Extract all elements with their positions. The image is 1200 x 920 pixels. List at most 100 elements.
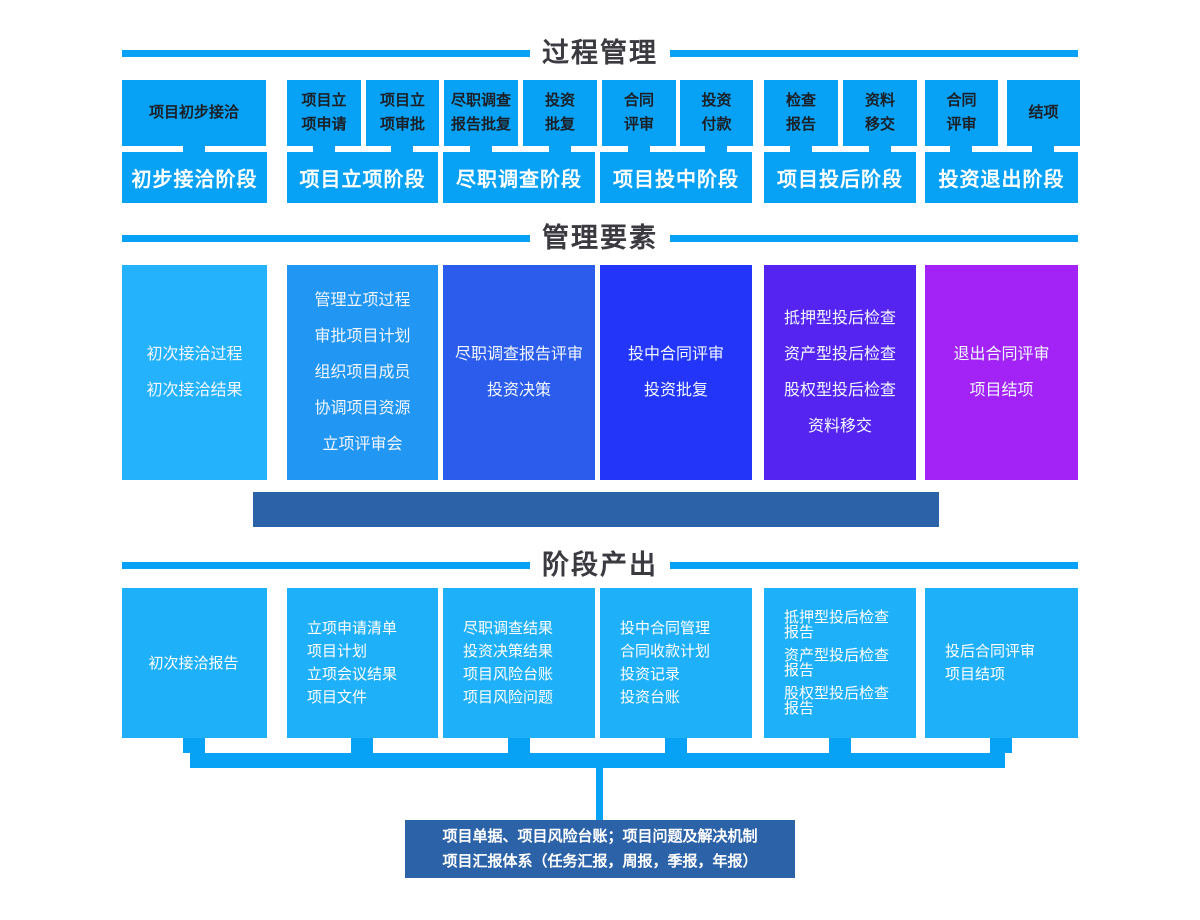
process-node-invest-approval: 投资批复 <box>523 80 597 146</box>
section-elements-title-text: 管理要素 <box>542 223 658 253</box>
text-line: 项目结项 <box>945 666 1006 683</box>
text-line: 尽职调查 <box>450 92 511 109</box>
text-line: 投中合同管理 <box>620 620 711 637</box>
stage-mid-investment: 项目投中阶段 <box>600 152 752 203</box>
connector-tab <box>705 146 727 152</box>
text-line: 股权型投后检查 <box>783 382 896 399</box>
connector-stub <box>990 738 1012 753</box>
text-line: 项审批 <box>379 116 425 133</box>
connector-tab <box>183 146 205 152</box>
connector-tab <box>549 146 571 152</box>
title-line-left <box>122 50 530 57</box>
summary-line-2: 项目汇报体系（任务汇报，周报，季报，年报） <box>442 853 758 870</box>
text-line: 项目计划 <box>307 643 368 660</box>
summary-box: 项目单据、项目风险台账；项目问题及解决机制 项目汇报体系（任务汇报，周报，季报，… <box>405 820 795 878</box>
text-line: 报告批复 <box>450 116 511 133</box>
text-line: 报告 <box>785 116 816 133</box>
outputs-box-approval: 立项申请清单项目计划立项会议结果项目文件 <box>287 588 438 738</box>
process-node-check-report: 检查报告 <box>764 80 838 146</box>
elements-box-due-diligence: 尽职调查报告评审投资决策 <box>443 265 595 480</box>
text-line: 评审 <box>623 116 654 133</box>
text-line: 项目风险问题 <box>463 689 554 706</box>
text-line: 批复 <box>544 116 575 133</box>
text-line: 组织项目成员 <box>314 364 411 381</box>
connector-stub <box>508 738 530 753</box>
text-line: 投资决策 <box>486 382 551 399</box>
connector-tab <box>869 146 891 152</box>
elements-box-initial-contact: 初次接洽过程初次接洽结果 <box>122 265 267 480</box>
text-line: 项目立 <box>301 92 347 109</box>
text-line: 项目文件 <box>307 689 368 706</box>
connector-tab <box>313 146 335 152</box>
process-node-approval-apply: 项目立项申请 <box>287 80 361 146</box>
text-line: 付款 <box>701 116 732 133</box>
section-outputs-title: 阶段产出 <box>0 548 1200 582</box>
text-line: 立项申请清单 <box>307 620 398 637</box>
text-line: 投中合同评审 <box>627 346 724 363</box>
text-line: 投资批复 <box>643 382 708 399</box>
text-line: 合同收款计划 <box>620 643 711 660</box>
text-line: 投资台账 <box>620 689 681 706</box>
text-line: 初次接洽结果 <box>146 382 243 399</box>
elements-box-approval: 管理立项过程审批项目计划组织项目成员协调项目资源立项评审会 <box>287 265 438 480</box>
text-line: 退出合同评审 <box>953 346 1050 363</box>
title-line-right <box>670 50 1078 57</box>
connector-stub <box>183 738 205 753</box>
outputs-box-exit: 投后合同评审项目结项 <box>925 588 1078 738</box>
text-line: 立项评审会 <box>322 436 403 453</box>
stage-due-diligence: 尽职调查阶段 <box>443 152 595 203</box>
text-line: 资料移交 <box>807 418 872 435</box>
elements-bottom-bar <box>253 492 939 527</box>
text-line: 尽职调查报告评审 <box>454 346 583 363</box>
text-line: 审批项目计划 <box>314 328 411 345</box>
title-line-right <box>670 562 1078 569</box>
process-node-invest-payment: 投资付款 <box>680 80 753 146</box>
section-elements-title: 管理要素 <box>0 221 1200 255</box>
connector-tab <box>1032 146 1054 152</box>
elements-box-exit: 退出合同评审项目结项 <box>925 265 1078 480</box>
connector-stub <box>351 738 373 753</box>
outputs-box-due-diligence: 尽职调查结果投资决策结果项目风险台账项目风险问题 <box>443 588 595 738</box>
stage-project-approval: 项目立项阶段 <box>287 152 438 203</box>
outputs-box-post-investment: 抵押型投后检查报告资产型投后检查报告股权型投后检查报告 <box>764 588 916 738</box>
stage-initial-contact: 初步接洽阶段 <box>122 152 267 203</box>
process-node-closure: 结项 <box>1007 80 1080 146</box>
text-line: 资产型投后检查 <box>783 346 896 363</box>
connector-stub <box>829 738 851 753</box>
process-node-approval-review: 项目立项审批 <box>366 80 439 146</box>
text-line: 评审 <box>946 116 977 133</box>
section-outputs-title-text: 阶段产出 <box>542 550 658 580</box>
text-line: 结项 <box>1028 104 1059 121</box>
process-node-dd-report: 尽职调查报告批复 <box>444 80 518 146</box>
text-line: 立项会议结果 <box>307 666 398 683</box>
text-line: 合同 <box>946 92 977 109</box>
connector-tab <box>391 146 413 152</box>
text-line: 股权型投后检查报告 <box>784 685 890 717</box>
connector-tab <box>790 146 812 152</box>
text-line: 尽职调查结果 <box>463 620 554 637</box>
text-line: 投资 <box>544 92 575 109</box>
text-line: 合同 <box>623 92 654 109</box>
text-line: 投资记录 <box>620 666 681 683</box>
text-line: 初次接洽过程 <box>146 346 243 363</box>
section-process-title-text: 过程管理 <box>542 38 658 68</box>
title-line-left <box>122 235 530 242</box>
text-line: 项申请 <box>301 116 347 133</box>
text-line: 项目初步接洽 <box>148 104 239 121</box>
title-line-left <box>122 562 530 569</box>
outputs-box-mid-investment: 投中合同管理合同收款计划投资记录投资台账 <box>600 588 752 738</box>
outputs-box-initial-contact: 初次接洽报告 <box>122 588 267 738</box>
text-line: 项目立 <box>379 92 425 109</box>
elements-box-post-investment: 抵押型投后检查资产型投后检查股权型投后检查资料移交 <box>764 265 916 480</box>
connector-tab <box>628 146 650 152</box>
text-line: 管理立项过程 <box>314 292 411 309</box>
text-line: 抵押型投后检查报告 <box>784 609 890 641</box>
text-line: 项目结项 <box>969 382 1034 399</box>
text-line: 检查 <box>785 92 816 109</box>
stage-exit: 投资退出阶段 <box>925 152 1078 203</box>
text-line: 移交 <box>864 116 895 133</box>
text-line: 抵押型投后检查 <box>783 310 896 327</box>
elements-box-mid-investment: 投中合同评审投资批复 <box>600 265 752 480</box>
text-line: 初次接洽报告 <box>148 654 239 672</box>
